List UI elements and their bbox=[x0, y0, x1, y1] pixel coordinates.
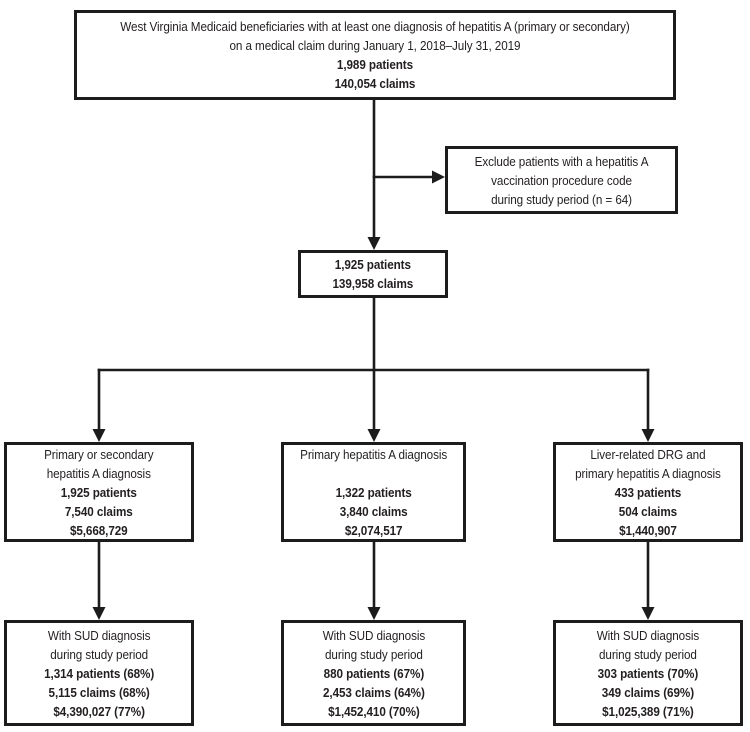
box-title-line: during study period bbox=[599, 646, 697, 662]
claims-count: 140,054 claims bbox=[334, 76, 416, 91]
arrowhead-right-icon bbox=[432, 170, 445, 184]
primary-or-secondary-content: Primary or secondary hepatitis A diagnos… bbox=[44, 445, 153, 540]
primary-diagnosis-box: Primary hepatitis A diagnosis 1,322 pati… bbox=[281, 442, 466, 542]
cost-total: $1,440,907 bbox=[619, 522, 677, 538]
claims-count: 5,115 claims (68%) bbox=[48, 684, 150, 700]
sud-primary-or-secondary-content: With SUD diagnosis during study period 1… bbox=[44, 626, 154, 721]
box-title-line: Primary or secondary bbox=[44, 446, 154, 462]
cost-total: $1,025,389 (71%) bbox=[602, 703, 694, 719]
claims-count: 3,840 claims bbox=[339, 503, 408, 519]
sud-primary-content: With SUD diagnosis during study period 8… bbox=[322, 626, 425, 721]
initial-cohort-box: West Virginia Medicaid beneficiaries wit… bbox=[74, 10, 676, 100]
blank-line bbox=[300, 464, 447, 483]
initial-cohort-content: West Virginia Medicaid beneficiaries wit… bbox=[120, 17, 629, 93]
box-title-line: primary hepatitis A diagnosis bbox=[575, 465, 721, 481]
cost-total: $1,452,410 (70%) bbox=[327, 703, 420, 719]
box-title-line: during study period bbox=[50, 646, 148, 662]
box-title-line: With SUD diagnosis bbox=[596, 627, 700, 643]
patients-count: 1,989 patients bbox=[336, 57, 414, 72]
box-title-line: With SUD diagnosis bbox=[322, 627, 425, 643]
exclusion-content: Exclude patients with a hepatitis A vacc… bbox=[475, 152, 649, 209]
box-title-line: With SUD diagnosis bbox=[47, 627, 151, 643]
patients-count: 303 patients (70%) bbox=[597, 665, 699, 681]
cost-total: $2,074,517 bbox=[344, 522, 403, 538]
claims-count: 349 claims (69%) bbox=[601, 684, 695, 700]
box-text-line: Exclude patients with a hepatitis A bbox=[474, 153, 649, 169]
arrowhead-down-icon bbox=[367, 429, 381, 442]
cost-total: $4,390,027 (77%) bbox=[53, 703, 145, 719]
claims-count: 7,540 claims bbox=[65, 503, 133, 519]
box-text-line: vaccination procedure code bbox=[491, 172, 632, 188]
primary-diagnosis-content: Primary hepatitis A diagnosis 1,322 pati… bbox=[300, 445, 447, 540]
patients-count: 1,322 patients bbox=[335, 484, 412, 500]
sud-primary-box: With SUD diagnosis during study period 8… bbox=[281, 620, 466, 726]
arrowhead-down-icon bbox=[641, 607, 655, 620]
claims-count: 139,958 claims bbox=[332, 276, 414, 291]
post-exclusion-cohort-box: 1,925 patients 139,958 claims bbox=[298, 250, 448, 298]
box-title-line: Primary hepatitis A diagnosis bbox=[300, 446, 447, 462]
exclusion-box: Exclude patients with a hepatitis A vacc… bbox=[445, 146, 678, 214]
cost-total: $5,668,729 bbox=[70, 522, 128, 538]
liver-drg-diagnosis-box: Liver-related DRG and primary hepatitis … bbox=[553, 442, 743, 542]
liver-drg-content: Liver-related DRG and primary hepatitis … bbox=[575, 445, 721, 540]
sud-primary-or-secondary-box: With SUD diagnosis during study period 1… bbox=[4, 620, 194, 726]
arrowhead-down-icon bbox=[641, 429, 655, 442]
claims-count: 2,453 claims (64%) bbox=[322, 684, 425, 700]
box-title-line: during study period bbox=[324, 646, 423, 662]
arrowhead-down-icon bbox=[367, 237, 381, 250]
patients-count: 1,314 patients (68%) bbox=[43, 665, 155, 681]
box-title-line: Liver-related DRG and bbox=[590, 446, 706, 462]
patients-count: 433 patients bbox=[614, 484, 682, 500]
patients-count: 880 patients (67%) bbox=[323, 665, 424, 681]
patients-count: 1,925 patients bbox=[334, 257, 412, 272]
box-text-line: on a medical claim during January 1, 201… bbox=[229, 38, 521, 53]
arrowhead-down-icon bbox=[92, 429, 106, 442]
box-text-line: West Virginia Medicaid beneficiaries wit… bbox=[120, 19, 630, 34]
claims-count: 504 claims bbox=[618, 503, 678, 519]
sud-liver-drg-content: With SUD diagnosis during study period 3… bbox=[596, 626, 700, 721]
box-text-line: during study period (n = 64) bbox=[491, 191, 632, 207]
sud-liver-drg-box: With SUD diagnosis during study period 3… bbox=[553, 620, 743, 726]
arrowhead-down-icon bbox=[92, 607, 106, 620]
post-exclusion-content: 1,925 patients 139,958 claims bbox=[333, 255, 414, 293]
arrowhead-down-icon bbox=[367, 607, 381, 620]
primary-or-secondary-diagnosis-box: Primary or secondary hepatitis A diagnos… bbox=[4, 442, 194, 542]
patients-count: 1,925 patients bbox=[60, 484, 138, 500]
box-title-line: hepatitis A diagnosis bbox=[46, 465, 152, 481]
